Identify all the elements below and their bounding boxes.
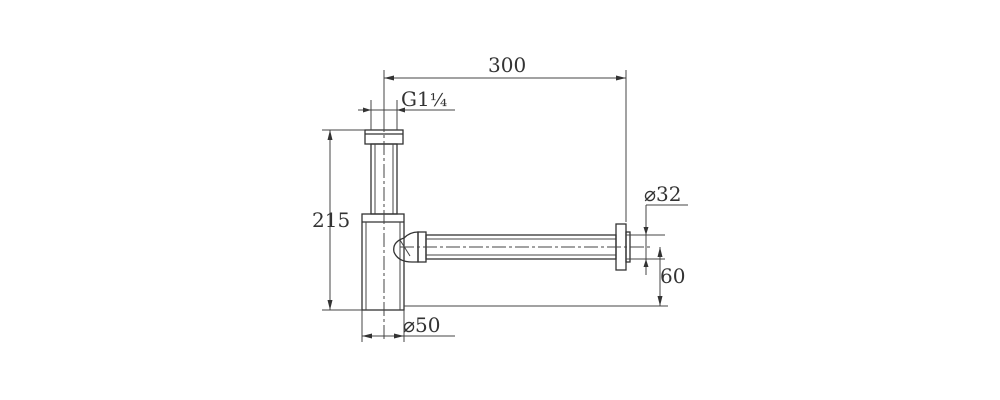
dimension-300 xyxy=(383,70,627,222)
dimension-thread xyxy=(358,100,455,130)
dimension-body-diameter-label: ⌀50 xyxy=(403,313,441,337)
dimension-60 xyxy=(404,247,668,307)
bottle-body xyxy=(361,213,405,311)
dimension-outlet-diameter-label: ⌀32 xyxy=(644,182,682,206)
dimension-thread-label: G1¼ xyxy=(401,87,447,111)
center-lines xyxy=(383,118,650,340)
dimension-body-diameter xyxy=(361,310,455,342)
dimension-215 xyxy=(322,129,365,311)
dimension-60-label: 60 xyxy=(660,264,685,288)
dimension-outlet-diameter xyxy=(626,204,688,275)
dimension-300-label: 300 xyxy=(488,53,526,77)
dimension-215-label: 215 xyxy=(312,208,350,232)
